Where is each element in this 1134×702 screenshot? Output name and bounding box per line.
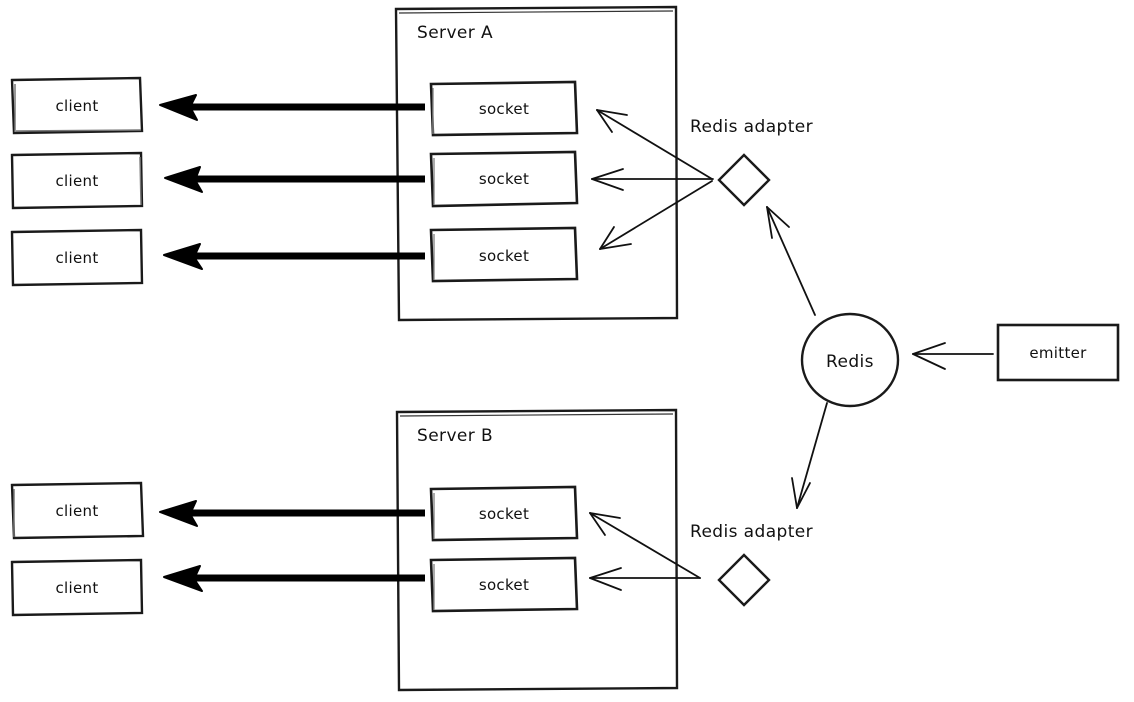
client-label: client [56, 172, 99, 190]
client-box-shade [139, 156, 142, 206]
redis-adapter-bottom-group[interactable]: Redis adapter [690, 522, 813, 607]
socket-label: socket [479, 170, 529, 188]
arrow-socket-to-client-5 [163, 565, 425, 592]
client-box-2[interactable]: client [10, 151, 144, 210]
server-a-socket-3[interactable]: socket [429, 226, 579, 283]
server-b-group[interactable]: Server B [395, 408, 679, 692]
emitter-box [996, 323, 1120, 382]
arrow-socket-to-client-1 [159, 94, 425, 121]
emitter-box-group[interactable]: emitter [996, 323, 1120, 382]
redis-adapter-top-diamond-icon [717, 153, 771, 207]
client-box-4[interactable]: client [10, 481, 145, 540]
arrow-adapter-to-socket-b1 [589, 512, 701, 579]
arrow-socket-to-client-4 [159, 500, 425, 527]
redis-circle [800, 312, 900, 408]
arrow-socket-to-client-3 [163, 243, 425, 270]
client-box-3[interactable]: client [10, 228, 144, 287]
arrow-redis-to-adapter-bottom [791, 402, 828, 509]
client-box [10, 151, 144, 210]
redis-label: Redis [826, 352, 874, 372]
server-a-label: Server A [417, 23, 493, 43]
redis-adapter-top-group[interactable]: Redis adapter [690, 117, 813, 207]
client-label: client [56, 97, 99, 115]
server-a-socket-2[interactable]: socket [429, 150, 579, 208]
socket-box [429, 150, 579, 208]
server-a-box-inner-edge [398, 10, 674, 14]
arrow-socket-to-client-2 [164, 166, 425, 193]
server-b-socket-1[interactable]: socket [429, 485, 579, 542]
socket-label: socket [479, 505, 529, 523]
arrow-redis-to-adapter-top [766, 206, 816, 316]
client-box-5[interactable]: client [10, 558, 144, 617]
redis-adapter-bottom-label: Redis adapter [690, 522, 813, 542]
socket-label: socket [479, 100, 529, 118]
redis-adapter-top-label: Redis adapter [690, 117, 813, 137]
socket-box [429, 226, 579, 283]
socket-label: socket [479, 247, 529, 265]
client-label: client [56, 249, 99, 267]
server-b-box-inner-edge [399, 413, 674, 417]
socket-label: socket [479, 576, 529, 594]
arrow-emitter-to-redis [912, 342, 994, 370]
arrow-adapter-to-socket-a2 [591, 168, 714, 191]
arrow-adapter-to-socket-b2 [589, 567, 701, 591]
socket-box [429, 485, 579, 542]
arrow-adapter-to-socket-a3 [599, 180, 713, 250]
socket-box [429, 556, 579, 613]
server-a-socket-1[interactable]: socket [429, 80, 579, 137]
redis-adapter-bottom-diamond-icon [717, 553, 771, 607]
client-box-1[interactable]: client [10, 76, 144, 135]
emitter-label: emitter [1029, 344, 1087, 362]
client-box [10, 558, 144, 617]
client-box [10, 76, 144, 135]
client-label: client [56, 579, 99, 597]
server-b-label: Server B [417, 426, 493, 446]
client-label: client [56, 502, 99, 520]
server-b-box [395, 408, 679, 692]
server-b-socket-2[interactable]: socket [429, 556, 579, 613]
client-box-shade [14, 84, 142, 132]
client-box [10, 228, 144, 287]
arrow-adapter-to-socket-a1 [596, 109, 713, 180]
redis-node-group[interactable]: Redis [800, 312, 900, 408]
